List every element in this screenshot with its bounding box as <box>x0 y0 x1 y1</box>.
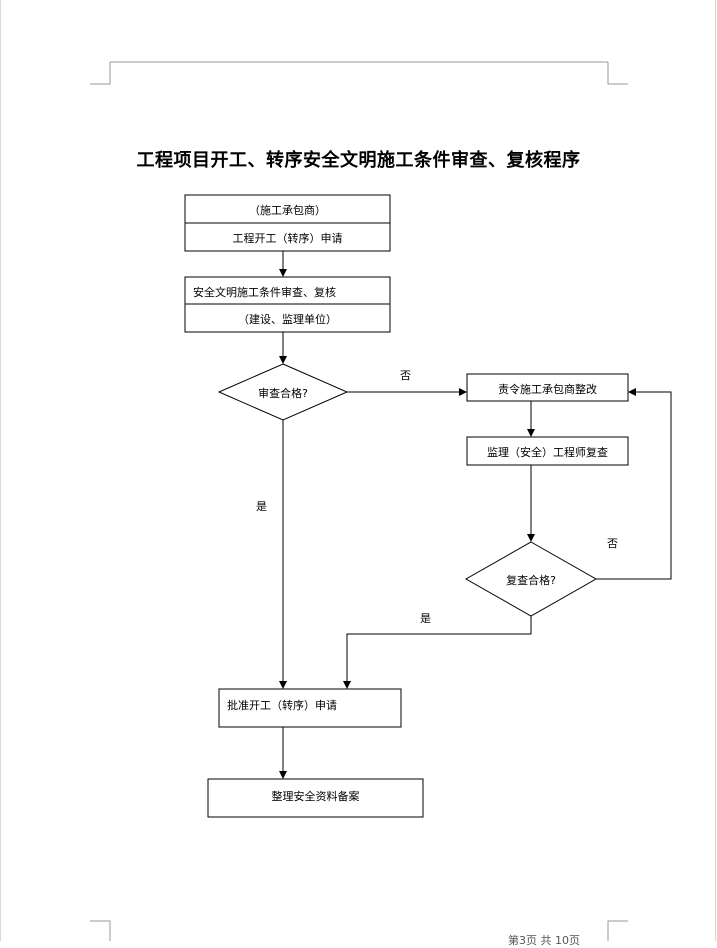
contractor-label: （施工承包商） <box>249 204 326 217</box>
recheck-box <box>466 436 629 466</box>
archive-label: 整理安全资料备案 <box>271 790 360 803</box>
rectify-box <box>466 373 629 402</box>
no-label-right: 否 <box>607 537 618 550</box>
apply-label: 工程开工（转序）申请 <box>232 232 343 245</box>
review-label: 安全文明施工条件审查、复核 <box>193 286 336 299</box>
arrow-recheck-no-loop <box>596 388 672 580</box>
page-title: 工程项目开工、转序安全文明施工条件审查、复核程序 <box>136 150 581 171</box>
recheck-decision-label: 复查合格? <box>506 574 556 587</box>
page-edge-right <box>715 0 716 941</box>
no-label-top: 否 <box>400 369 411 382</box>
approve-label: 批准开工（转序）申请 <box>227 699 337 712</box>
arrow-recheck-yes-to-approve <box>343 616 532 689</box>
archive-box <box>207 778 424 818</box>
page-edge-left <box>0 0 1 941</box>
yes-label-bottom: 是 <box>420 612 431 625</box>
page-number: 第3页 共 10页 <box>508 934 580 947</box>
recheck-label: 监理（安全）工程师复查 <box>487 446 608 459</box>
yes-label-left: 是 <box>256 500 267 513</box>
rectify-label: 责令施工承包商整改 <box>498 383 597 396</box>
review-decision-label: 审查合格? <box>258 387 308 400</box>
page-corner-marks <box>90 61 628 941</box>
review-units-label: （建设、监理单位） <box>238 313 337 326</box>
approve-box <box>218 688 402 728</box>
